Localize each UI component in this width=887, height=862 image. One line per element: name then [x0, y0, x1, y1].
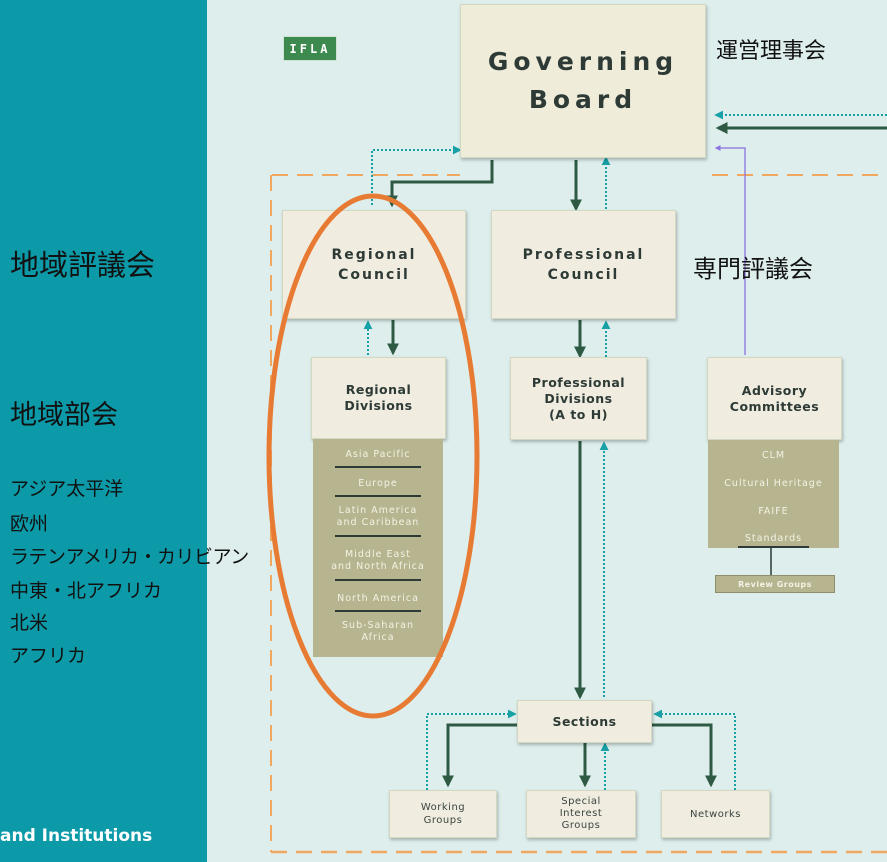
- advisory-committees-box: Advisory Committees: [707, 357, 842, 440]
- ifla-logo-text: IFLA: [289, 41, 331, 56]
- list-divider: [335, 495, 421, 497]
- region-item: Europe: [358, 478, 398, 489]
- sections-to-networks: [651, 723, 717, 788]
- networks-box: Networks: [661, 790, 770, 838]
- list-divider: [335, 535, 421, 537]
- committee-item: CLM: [761, 450, 786, 461]
- region-jp-item: ラテンアメリカ・カリビアン: [10, 546, 249, 568]
- networks-to-sections: [653, 709, 736, 790]
- committee-item: Standards: [744, 533, 803, 544]
- list-divider: [335, 610, 421, 612]
- board-to-regional-solid: [386, 160, 494, 208]
- list-divider: [738, 546, 809, 548]
- committee-item: Cultural Heritage: [724, 478, 823, 489]
- regional-divisions-box: Regional Divisions: [311, 357, 446, 439]
- region-jp-item: アジア太平洋: [10, 478, 124, 500]
- region-jp-item: 北米: [10, 612, 49, 634]
- governing-board-jp-label: 運営理事会: [716, 39, 827, 64]
- governing-board-box: Governing Board: [460, 4, 706, 158]
- advisory-to-board-line: [714, 145, 746, 355]
- region-item: Middle East and North Africa: [331, 549, 425, 572]
- list-divider: [335, 579, 421, 581]
- region-jp-item: 欧州: [10, 513, 49, 535]
- list-divider: [335, 466, 421, 468]
- sections-to-working: [442, 723, 517, 788]
- regional-council-jp-label: 地域評議会: [10, 248, 156, 282]
- review-groups-box: Review Groups: [715, 575, 835, 593]
- sections-box: Sections: [517, 700, 652, 743]
- footer-text: and Institutions: [0, 826, 153, 846]
- regional-divisions-list: Asia Pacific Europe Latin America and Ca…: [313, 439, 443, 657]
- regional-divisions-jp-label: 地域部会: [10, 400, 118, 431]
- professional-divisions-box: Professional Divisions (A to H): [510, 357, 647, 440]
- ifla-logo: IFLA: [283, 36, 337, 61]
- region-jp-item: アフリカ: [10, 645, 87, 667]
- advisory-committees-list: CLM Cultural Heritage FAIFE Standards: [708, 440, 839, 548]
- regional-council-box: Regional Council: [282, 210, 466, 319]
- region-jp-item: 中東・北アフリカ: [10, 580, 163, 602]
- working-groups-box: Working Groups: [389, 790, 497, 838]
- committee-item: FAIFE: [758, 506, 789, 517]
- special-interest-groups-box: Special Interest Groups: [526, 790, 636, 838]
- professional-council-box: Professional Council: [491, 210, 676, 319]
- region-item: Latin America and Caribbean: [336, 505, 420, 528]
- region-item: North America: [337, 593, 419, 604]
- region-item: Asia Pacific: [345, 449, 411, 460]
- region-item: Sub-Saharan Africa: [342, 620, 414, 643]
- review-groups-label: Review Groups: [738, 579, 812, 589]
- professional-council-jp-label: 専門評議会: [693, 255, 813, 283]
- regional-to-board-dotted: [371, 145, 462, 205]
